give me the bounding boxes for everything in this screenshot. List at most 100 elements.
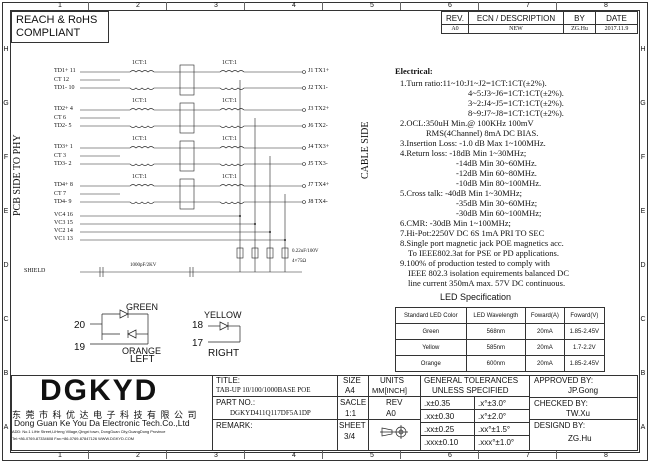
sheet-label: SHEET — [339, 421, 366, 430]
date-header: DATE — [595, 11, 638, 25]
pin-label: VC3 15 — [54, 220, 73, 226]
zone-col-label: 6 — [448, 452, 452, 459]
spec-line: -30dB Min 60~100MHz; — [456, 208, 542, 218]
tolerance-angular: .x°±3.0° — [478, 399, 507, 408]
pin-label: J1 TX1+ — [308, 68, 330, 74]
part-no-value: DGKYD411Q117DF5A1DP — [230, 409, 311, 417]
spec-line: 6.CMR: -30dB Min 1~100MHz; — [400, 218, 511, 228]
zone-col-label: 5 — [370, 2, 374, 9]
pin-label: TD4+ 8 — [54, 182, 73, 188]
led-left-label: LEFT — [130, 354, 155, 365]
checked-by-label: CHECKED BY: — [534, 399, 588, 408]
pin-label: VC2 14 — [54, 228, 73, 234]
pin-label: TD1+ 11 — [54, 68, 76, 74]
pin-label: TD1- 10 — [54, 85, 75, 91]
shield-label: SHIELD — [24, 268, 46, 274]
tolerances-title: GENERAL TOLERANCES — [424, 376, 519, 385]
by-header: BY — [563, 11, 596, 25]
zone-col-label: 2 — [136, 2, 140, 9]
pin-20-label: 20 — [74, 320, 86, 331]
zone-col-label: 3 — [214, 452, 218, 459]
spec-line: 3~2:J4~J5=1CT:1CT(±2%). — [468, 98, 564, 108]
part-no-label: PART NO.: — [216, 398, 256, 407]
spec-line: -10dB Min 80~100MHz. — [456, 178, 542, 188]
transformer-ratio-label: 1CT:1 — [222, 60, 238, 66]
spec-line: -14dB Min 30~60MHz. — [456, 158, 537, 168]
spec-line: 3.Insertion Loss: -1.0 dB Max 1~100MHz. — [400, 138, 546, 148]
spec-line: 9.100% of production tested to comply wi… — [400, 258, 550, 268]
pin-18-label: 18 — [192, 320, 204, 331]
schematic-svg — [80, 64, 306, 277]
led-header: Foward(V) — [563, 307, 606, 324]
pin-label: J2 TX1- — [308, 85, 328, 91]
tolerances-subtitle: UNLESS SPECIFIED — [432, 386, 509, 395]
title-value: TAB-UP 10/100/1000BASE POE — [216, 386, 311, 394]
units-label: UNITS — [380, 376, 404, 385]
scale-value: 1:1 — [345, 409, 357, 418]
compliance-note: REACH & RoHS COMPLIANT — [11, 11, 109, 43]
pin-label: TD2- 5 — [54, 123, 72, 129]
led-spec-table: Standard LED Color LED Wavelength Foward… — [395, 307, 606, 372]
led-right-label: RIGHT — [208, 348, 240, 359]
transformer-ratio-label: 1CT:1 — [222, 98, 238, 104]
led-symbols-svg — [90, 309, 241, 345]
pin-label: J4 TX3+ — [308, 144, 330, 150]
pin-label: J3 TX2+ — [308, 106, 330, 112]
zone-col-label: 3 — [214, 2, 218, 9]
pcb-side-label: PCB SIDE TO PHY — [12, 134, 23, 216]
led-spec-title: LED Specification — [440, 292, 512, 302]
cable-side-label: CABLE SIDE — [360, 121, 371, 179]
zone-col-label: 1 — [58, 452, 62, 459]
zone-labels-top: 1 2 3 4 5 6 7 8 — [10, 2, 639, 10]
led-green-label: GREEN — [126, 302, 159, 312]
checked-by-value: TW.Xu — [566, 409, 591, 418]
transformer-ratio-label: 1CT:1 — [132, 174, 148, 180]
pin-label: J7 TX4+ — [308, 182, 330, 188]
zone-col-label: 7 — [526, 2, 530, 9]
size-label: SIZE — [343, 376, 361, 385]
spec-line: 8.Single port magnetic jack POE magnetic… — [400, 238, 564, 248]
schematic-diagram: TD1+ 11 CT 12 TD1- 10 TD2+ 4 CT 6 TD2- 5… — [24, 60, 360, 290]
pin-label: J5 TX3- — [308, 161, 328, 167]
tolerance-linear: .x±0.35 — [424, 399, 451, 408]
transformer-ratio-label: 1CT:1 — [222, 136, 238, 142]
tolerance-angular: .xxx°±1.0° — [478, 438, 515, 447]
company-logo: DGKYD — [40, 374, 159, 407]
transformer-ratio-label: 1CT:1 — [222, 174, 238, 180]
sheet-value: 3/4 — [344, 432, 356, 441]
zone-col-label: 2 — [136, 452, 140, 459]
spec-line: 8~9:J7~J8=1CT:1CT(±2%). — [468, 108, 564, 118]
tolerance-linear: .xxx±0.10 — [424, 438, 459, 447]
pin-label: TD2+ 4 — [54, 106, 73, 112]
rev-label: REV — [386, 398, 403, 407]
tolerance-linear: .xx±0.25 — [424, 425, 455, 434]
scale-label: SACLE — [340, 398, 367, 407]
pin-label: CT 12 — [54, 77, 70, 83]
pin-label: TD3+ 1 — [54, 144, 73, 150]
projection-symbol-icon — [380, 425, 408, 439]
zone-col-label: 7 — [526, 452, 530, 459]
pin-label: J6 TX2- — [308, 123, 328, 129]
designed-by-value: ZG.Hu — [568, 434, 592, 443]
units-value: MM[INCH] — [372, 386, 407, 395]
zone-col-label: 1 — [58, 2, 62, 9]
spec-line: 5.Cross talk: -40dB Min 1~30MHz; — [400, 188, 522, 198]
zone-col-label: 4 — [292, 2, 296, 9]
transformer-ratio-label: 1CT:1 — [132, 136, 148, 142]
pin-label: J8 TX4- — [308, 199, 328, 205]
zone-labels-right: H G F E D C B A — [640, 46, 646, 431]
bob-cap-label: 0.22uF/100V — [292, 249, 319, 254]
led-header: Foward(A) — [525, 307, 565, 324]
pin-label: TD3- 2 — [54, 161, 72, 167]
resistor-label: 4×75Ω — [292, 259, 307, 264]
pin-label: CT 7 — [54, 191, 67, 197]
spec-line: 2.OCL:350uH Min.@ 100KHz 100mV — [400, 118, 534, 128]
zone-col-label: 8 — [604, 452, 608, 459]
led-header: Standard LED Color — [395, 307, 467, 324]
spec-line: -35dB Min 30~60MHz; — [456, 198, 538, 208]
shield-cap-label: 1000pF/2KV — [130, 263, 157, 268]
